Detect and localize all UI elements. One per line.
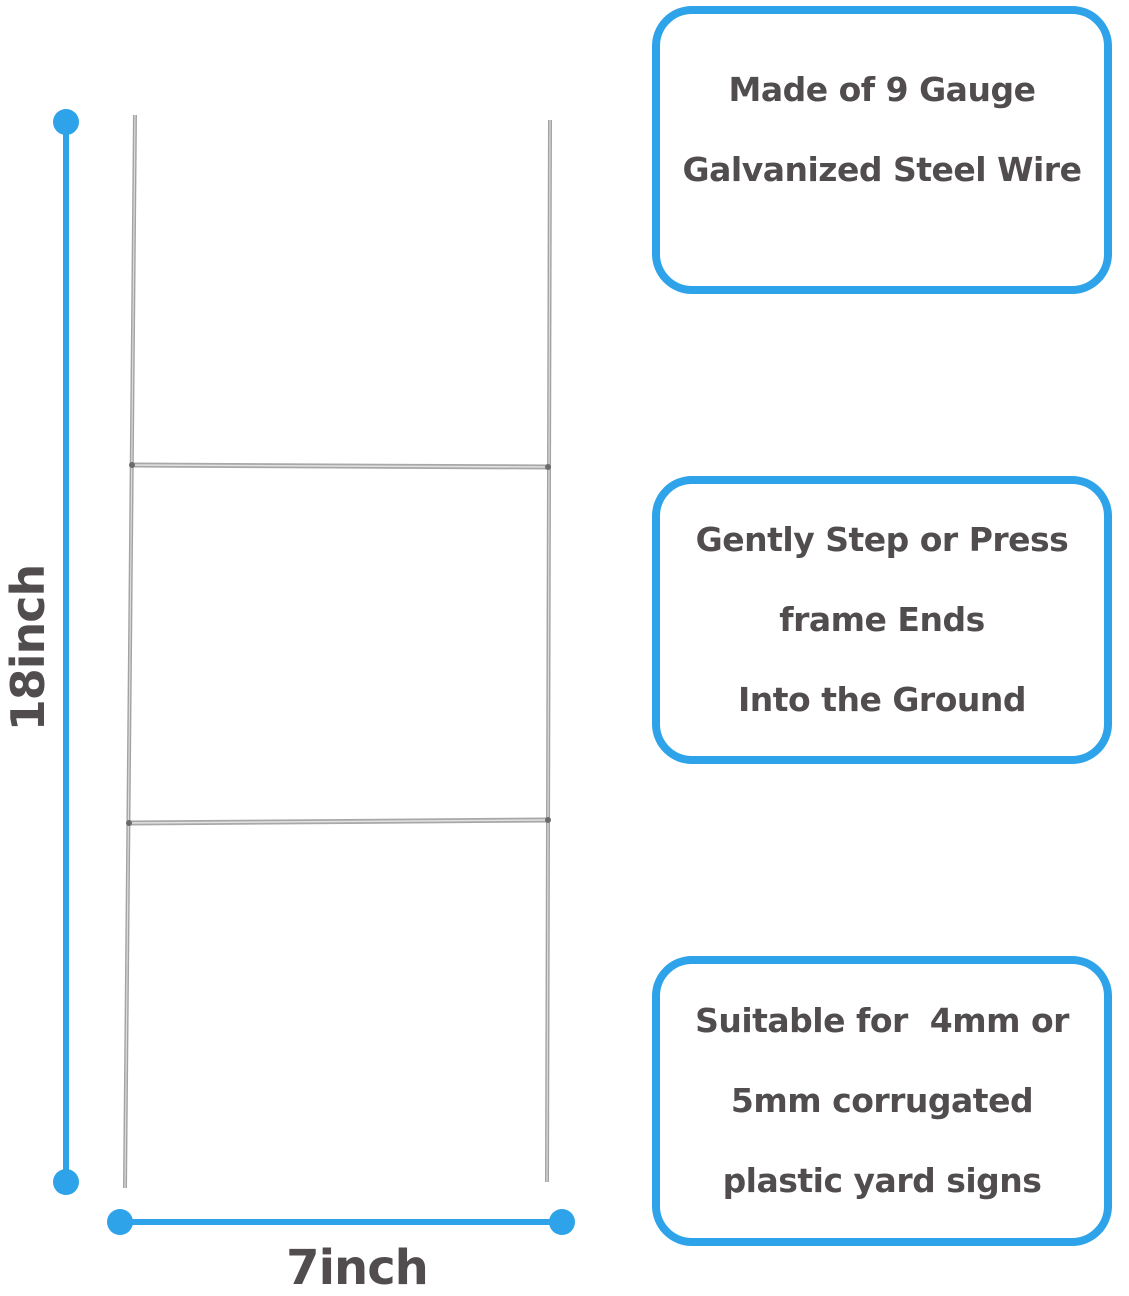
weld-joint	[126, 820, 132, 826]
wire-top-crossbar-highlight	[131, 464, 549, 468]
feature-text-line: Galvanized Steel Wire	[682, 150, 1082, 189]
width-dimension-line	[107, 1209, 575, 1235]
width-endpoint-left	[107, 1209, 133, 1235]
feature-text-line: frame Ends	[779, 600, 985, 639]
feature-text-line: plastic yard signs	[722, 1161, 1042, 1200]
weld-joint	[129, 462, 135, 468]
feature-box-material: Made of 9 Gauge Galvanized Steel Wire	[652, 6, 1112, 294]
wire-frame	[123, 114, 552, 1189]
weld-joint	[545, 817, 551, 823]
height-endpoint-bottom	[53, 1169, 79, 1195]
feature-text-line: Suitable for 4mm or	[695, 1001, 1069, 1040]
feature-box-installation: Gently Step or Press frame Ends Into the…	[652, 476, 1112, 764]
weld-joint	[545, 464, 551, 470]
feature-text-line: Gently Step or Press	[695, 520, 1069, 559]
feature-text-line: Made of 9 Gauge	[728, 70, 1036, 109]
wire-left-leg-highlight	[124, 114, 136, 1189]
width-endpoint-right	[549, 1209, 575, 1235]
feature-text-line: 5mm corrugated	[730, 1081, 1034, 1120]
feature-text-line: Into the Ground	[738, 680, 1027, 719]
wire-bottom-crossbar-highlight	[128, 819, 549, 824]
wire-right-leg-highlight	[546, 119, 551, 1183]
width-label: 7inch	[286, 1240, 429, 1296]
height-label: 18inch	[1, 564, 55, 732]
height-dimension-line	[53, 109, 79, 1195]
height-endpoint-top	[53, 109, 79, 135]
feature-box-compatibility: Suitable for 4mm or 5mm corrugated plast…	[652, 956, 1112, 1246]
